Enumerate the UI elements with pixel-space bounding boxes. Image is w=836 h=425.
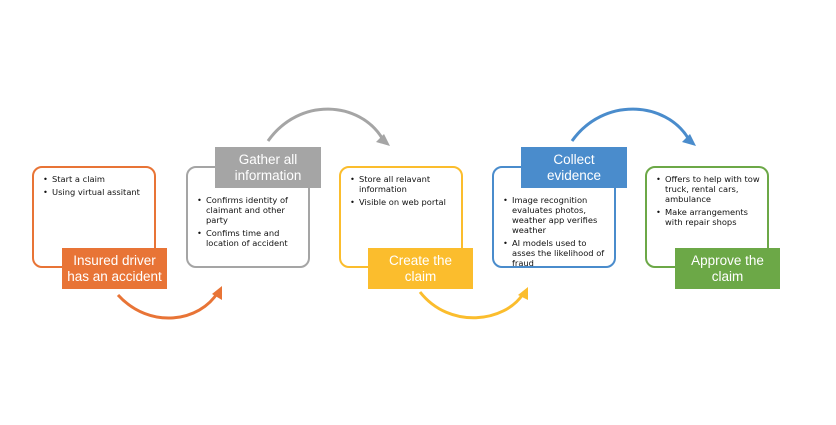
step4-details-list: Image recognition evaluates photos, weat… [500, 195, 608, 268]
step4-detail-item: AI models used to asses the likelihood o… [503, 238, 608, 268]
step5-detail-item: Make arrangements with repair shops [656, 207, 761, 227]
step5-label: Approve the claim [675, 248, 780, 289]
step5-details-list: Offers to help with tow truck, rental ca… [653, 174, 761, 227]
step2-detail-item: Confims time and location of accident [197, 228, 302, 248]
step1-details-list: Start a claim Using virtual assitant [40, 174, 148, 197]
step1-detail-item: Using virtual assitant [43, 187, 148, 197]
arrow-step2-to-step3 [266, 107, 384, 142]
step3-detail-item: Visible on web portal [350, 197, 455, 207]
step3-detail-item: Store all relavant information [350, 174, 455, 194]
step4-label: Collect evidence [521, 147, 627, 188]
arrow-step4-to-step5 [570, 107, 690, 142]
step1-label: Insured driver has an accident [62, 248, 167, 289]
arrow-head-step3-to-step4 [518, 287, 528, 300]
step2-details-list: Confirms identity of claimant and other … [194, 195, 302, 248]
step3-label: Create the claim [368, 248, 473, 289]
arrow-step1-to-step2 [116, 291, 220, 320]
arrow-head-step4-to-step5 [682, 134, 696, 146]
arrow-head-step2-to-step3 [376, 134, 390, 146]
arrow-head-step1-to-step2 [212, 286, 222, 300]
step3-details-list: Store all relavant information Visible o… [347, 174, 455, 207]
step4-detail-item: Image recognition evaluates photos, weat… [503, 195, 608, 235]
step2-detail-item: Confirms identity of claimant and other … [197, 195, 302, 225]
step5-detail-item: Offers to help with tow truck, rental ca… [656, 174, 761, 204]
arrow-step3-to-step4 [418, 291, 525, 320]
step2-label: Gather all information [215, 147, 321, 188]
step1-detail-item: Start a claim [43, 174, 148, 184]
